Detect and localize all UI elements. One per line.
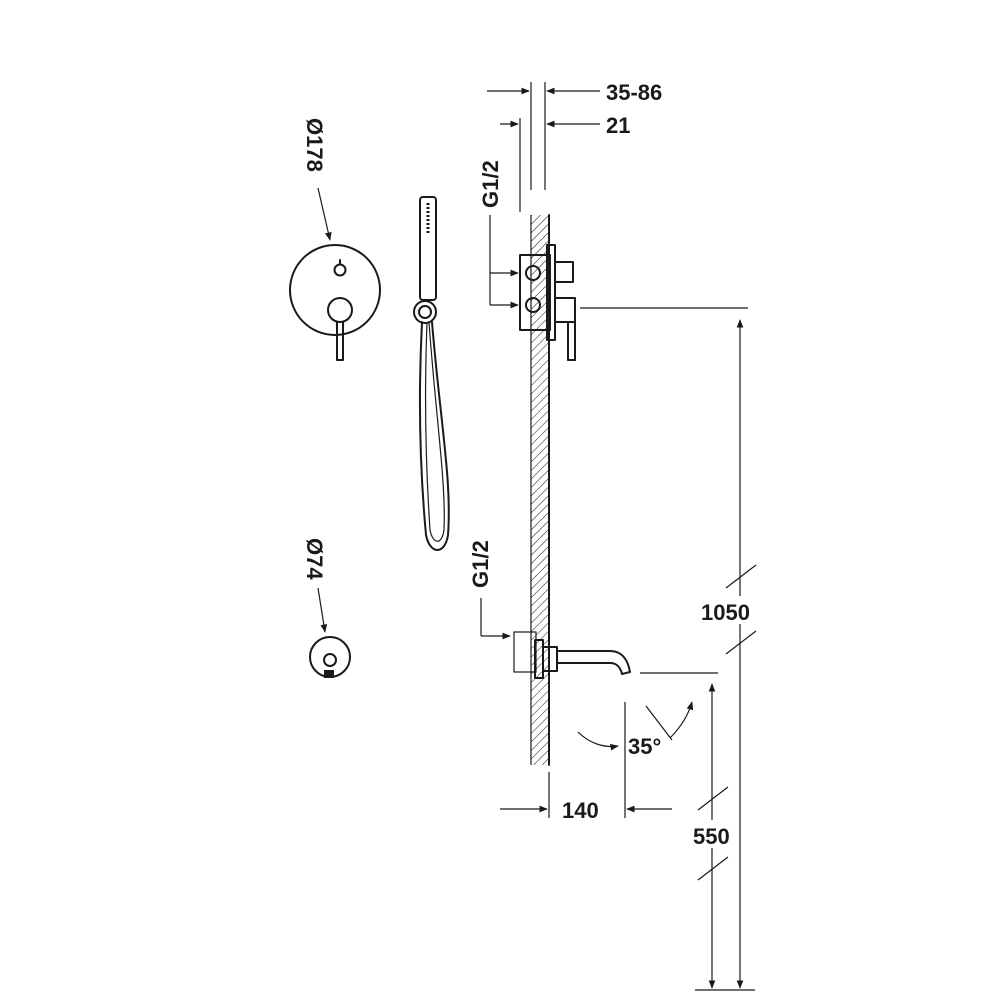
lever-base: [554, 297, 576, 323]
cover-plate-outline: [289, 244, 381, 336]
spout-plate-front-view: [309, 636, 351, 678]
spout-projection-label: 140: [562, 798, 599, 823]
shower-holder: [413, 300, 437, 324]
offset-label: 21: [606, 113, 630, 138]
spout-diameter-label: Ø74: [302, 538, 327, 580]
hand-shower-handle: [419, 196, 437, 301]
shower-hose-outer: [418, 321, 450, 551]
mixer-body-side-view: [519, 244, 576, 361]
spout-angle-label: 35°: [628, 734, 661, 759]
lower-thread-callout: G1/2: [468, 540, 511, 640]
hand-shower: [413, 196, 450, 551]
upper-thread-callout: G1/2: [478, 160, 519, 309]
depth-dimensions: 35-86 21: [487, 80, 662, 212]
diverter-cap: [554, 261, 574, 283]
spout-body: [556, 650, 631, 675]
projection-dimensions: 140: [500, 702, 672, 823]
lower-thread-label: G1/2: [468, 540, 493, 588]
upper-thread-label: G1/2: [478, 160, 503, 208]
depth-range-label: 35-86: [606, 80, 662, 105]
cover-plate-front-view: [289, 244, 381, 361]
diverter-knob: [333, 263, 347, 277]
shower-hose-inner: [424, 321, 445, 542]
lower-inlet: [525, 297, 541, 313]
height-dimensions: 1050 550: [580, 307, 762, 991]
wall-flange: [546, 244, 556, 341]
upper-inlet: [525, 265, 541, 281]
wall-section: [530, 214, 550, 766]
spout-side-view: [513, 631, 631, 679]
cover-diameter-label: Ø178: [302, 118, 327, 172]
lever-hub: [327, 297, 353, 323]
spout-height-label: 550: [693, 824, 730, 849]
spout-angle-dimension: 35°: [577, 701, 694, 759]
spout-diameter-callout: Ø74: [302, 538, 328, 633]
mixer-height-label: 1050: [701, 600, 750, 625]
cover-diameter-callout: Ø178: [302, 118, 332, 241]
mixer-lever: [336, 321, 344, 361]
